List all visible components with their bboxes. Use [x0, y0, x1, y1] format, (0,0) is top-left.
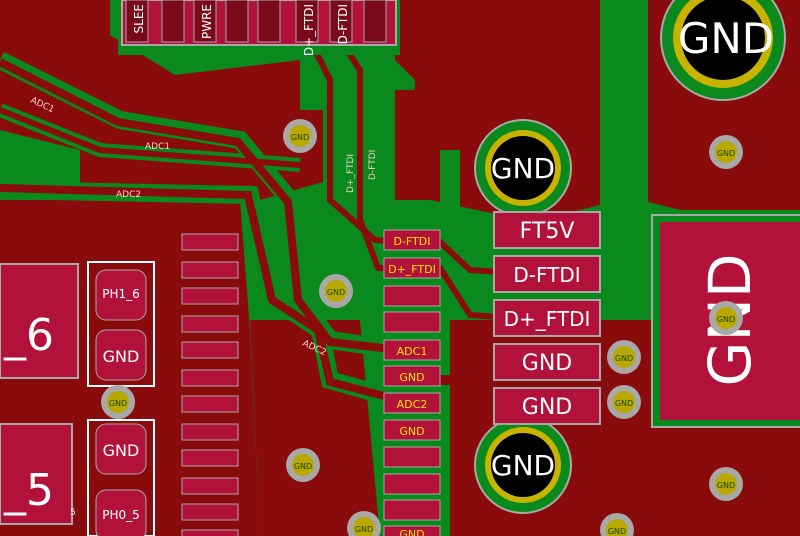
pad-sleep-label: SLEE	[132, 4, 146, 33]
left-label-upper: _6	[3, 310, 54, 361]
via-drill	[715, 307, 737, 329]
via-label: GND	[717, 315, 735, 324]
header-pads: FT5V D-FTDI D+_FTDI GND GND	[493, 211, 601, 425]
via-label: GND	[717, 149, 735, 158]
via-label: GND	[294, 462, 312, 471]
component-column	[181, 233, 239, 536]
via-label: GND	[291, 133, 309, 142]
pad-pwre-label: PWRE	[200, 4, 214, 39]
small-pad-gnd1: GND	[399, 371, 424, 384]
track-adc1-b: ADC1	[145, 142, 170, 152]
pad-ph1-6-label: PH1_6	[102, 287, 140, 301]
mounting-hole-bottom: GND	[474, 416, 572, 514]
small-pad-adc2: ADC2	[397, 398, 428, 411]
small-pad-d-minus: D-FTDI	[393, 235, 430, 248]
via-drill	[613, 391, 635, 413]
mounting-hole-bottom-label: GND	[491, 449, 555, 482]
pad-d-plus-ftdi-label: D+_FTDI	[504, 307, 591, 331]
via-drill	[715, 473, 737, 495]
via-drill	[289, 125, 311, 147]
pad-d-minus-label: D-FTDI	[336, 4, 350, 44]
via-drill	[353, 517, 375, 536]
via-drill	[606, 519, 628, 536]
pad-d-minus-ftdi-label: D-FTDI	[513, 263, 580, 287]
via-drill	[613, 346, 635, 368]
track-vert-d-minus: D-FTDI	[368, 150, 378, 180]
small-pad-gnd3: GND	[399, 528, 424, 536]
pad-d-plus-label: D+_FTDI	[302, 4, 316, 56]
via-label: GND	[355, 525, 373, 534]
track-adc2-a: ADC2	[116, 190, 141, 200]
top-connector: SLEE PWRE D+_FTDI D-FTDI	[118, 0, 400, 56]
pad-gnd1-label: GND	[522, 351, 572, 376]
via-drill	[715, 141, 737, 163]
left-label-lower: _5	[3, 465, 54, 516]
pad-ph0-5-label: PH0_5	[102, 508, 140, 522]
left-small-5: 5	[70, 508, 76, 518]
small-pad-d-plus: D+_FTDI	[388, 263, 436, 276]
via-drill	[107, 391, 129, 413]
vias: GND GND GND GND GND GND GND GND GND GND GND	[101, 119, 743, 536]
mounting-hole-mid-label: GND	[491, 152, 555, 185]
mounting-hole-top-right-label: GND	[678, 14, 774, 63]
mounting-hole-top-right: GND	[660, 0, 786, 101]
via-drill	[325, 280, 347, 302]
via-label: GND	[327, 288, 345, 297]
pad-gnd2-label: GND	[522, 395, 572, 420]
left-header: _6 _5 PH1_6 GND GND PH0_5 5	[0, 261, 155, 536]
mounting-hole-mid: GND	[474, 119, 572, 217]
small-pad-adc1: ADC1	[397, 345, 428, 358]
small-pad-gnd2: GND	[399, 425, 424, 438]
via-label: GND	[717, 481, 735, 490]
via-label: GND	[615, 399, 633, 408]
pad-gnd-a-label: GND	[103, 347, 140, 366]
pad-gnd-b-label: GND	[103, 441, 140, 460]
via-label: GND	[615, 354, 633, 363]
via-label: GND	[608, 527, 626, 536]
pad-ft5v-label: FT5V	[520, 219, 575, 244]
via-drill	[292, 454, 314, 476]
track-vert-d-plus: D+_FTDI	[346, 154, 356, 193]
via-label: GND	[109, 399, 127, 408]
small-connector: D-FTDI D+_FTDI ADC1 GND ADC2 GND GND	[383, 229, 441, 536]
